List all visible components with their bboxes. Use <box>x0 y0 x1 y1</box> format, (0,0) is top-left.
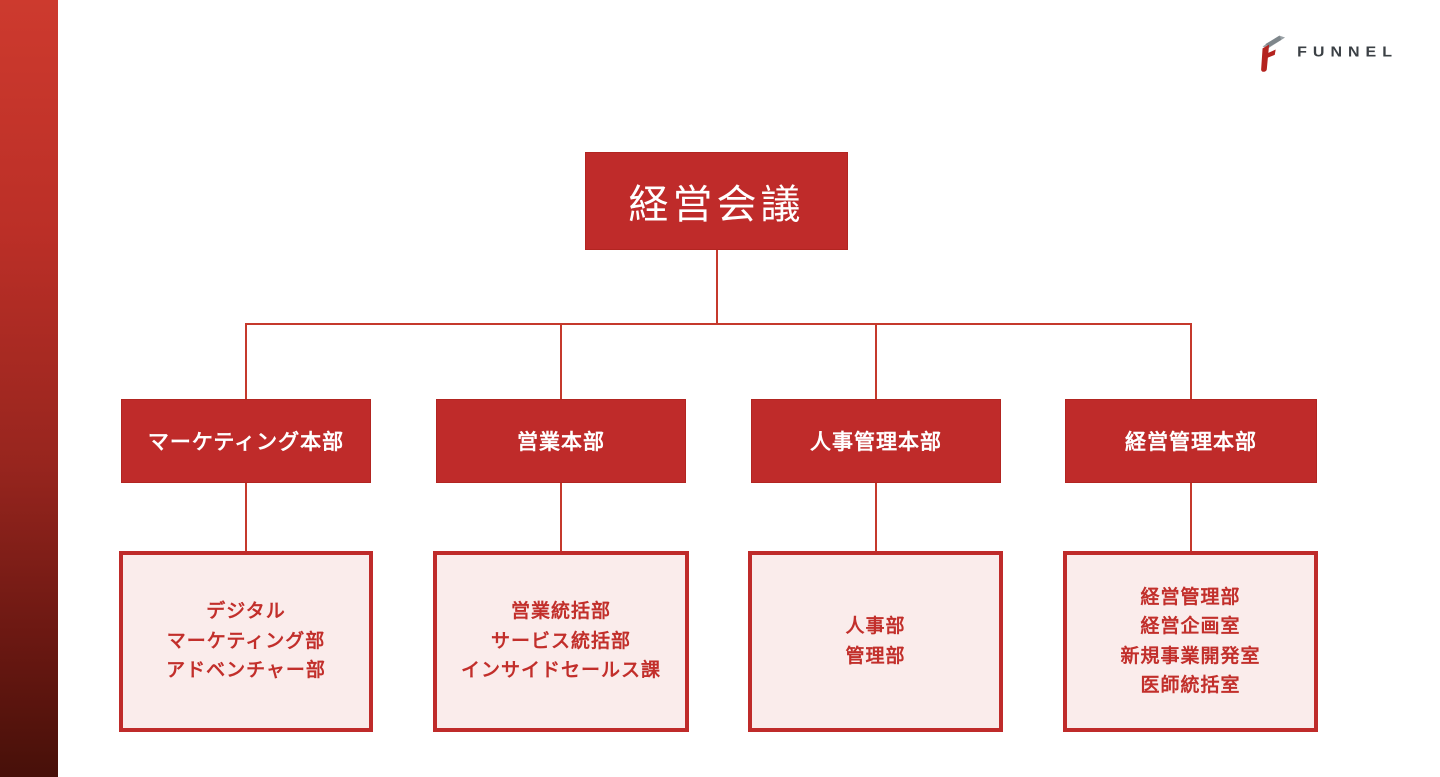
dept-line: アドベンチャー部 <box>166 660 326 682</box>
division-node-sales: 営業本部 <box>436 399 686 483</box>
connector-drop-division-1 <box>245 323 247 399</box>
dept-line: インサイドセールス課 <box>460 660 661 682</box>
dept-group-marketing: デジタル マーケティング部 アドベンチャー部 <box>119 551 373 732</box>
dept-line: 医師統括室 <box>1140 674 1241 696</box>
division-node-corporate: 経営管理本部 <box>1065 399 1317 483</box>
dept-group-corporate: 経営管理部 経営企画室 新規事業開発室 医師統括室 <box>1063 551 1318 732</box>
division-label: 人事管理本部 <box>810 431 942 454</box>
dept-line: サービス統括部 <box>490 630 631 652</box>
connector-horizontal-rail <box>245 323 1192 325</box>
dept-line: マーケティング部 <box>166 630 326 652</box>
funnel-logo: FUNNEL <box>1256 32 1398 74</box>
connector-drop-dept-3 <box>875 483 877 551</box>
funnel-f-icon <box>1261 35 1286 72</box>
connector-drop-division-4 <box>1190 323 1192 399</box>
funnel-wordmark: FUNNEL <box>1297 44 1398 61</box>
connector-drop-dept-2 <box>560 483 562 551</box>
dept-line: 管理部 <box>845 645 906 667</box>
dept-group-sales: 営業統括部 サービス統括部 インサイドセールス課 <box>433 551 689 732</box>
dept-line: 経営管理部 <box>1140 586 1241 608</box>
dept-line: 営業統括部 <box>510 601 611 623</box>
dept-line: 経営企画室 <box>1140 616 1241 638</box>
connector-root-drop <box>716 250 718 324</box>
division-node-marketing: マーケティング本部 <box>121 399 371 483</box>
dept-line: 新規事業開発室 <box>1120 645 1261 667</box>
dept-line: 人事部 <box>845 616 906 638</box>
dept-group-hr: 人事部 管理部 <box>748 551 1003 732</box>
division-node-hr: 人事管理本部 <box>751 399 1001 483</box>
org-root-node: 経営会議 <box>585 152 848 250</box>
division-label: マーケティング本部 <box>147 431 345 454</box>
connector-drop-division-2 <box>560 323 562 399</box>
connector-drop-dept-4 <box>1190 483 1192 551</box>
dept-line: デジタル <box>206 601 286 623</box>
division-label: 経営管理本部 <box>1125 431 1257 454</box>
connector-drop-division-3 <box>875 323 877 399</box>
left-accent-bar <box>0 0 58 777</box>
connector-drop-dept-1 <box>245 483 247 551</box>
org-root-label: 経営会議 <box>628 183 805 227</box>
division-label: 営業本部 <box>517 431 605 454</box>
